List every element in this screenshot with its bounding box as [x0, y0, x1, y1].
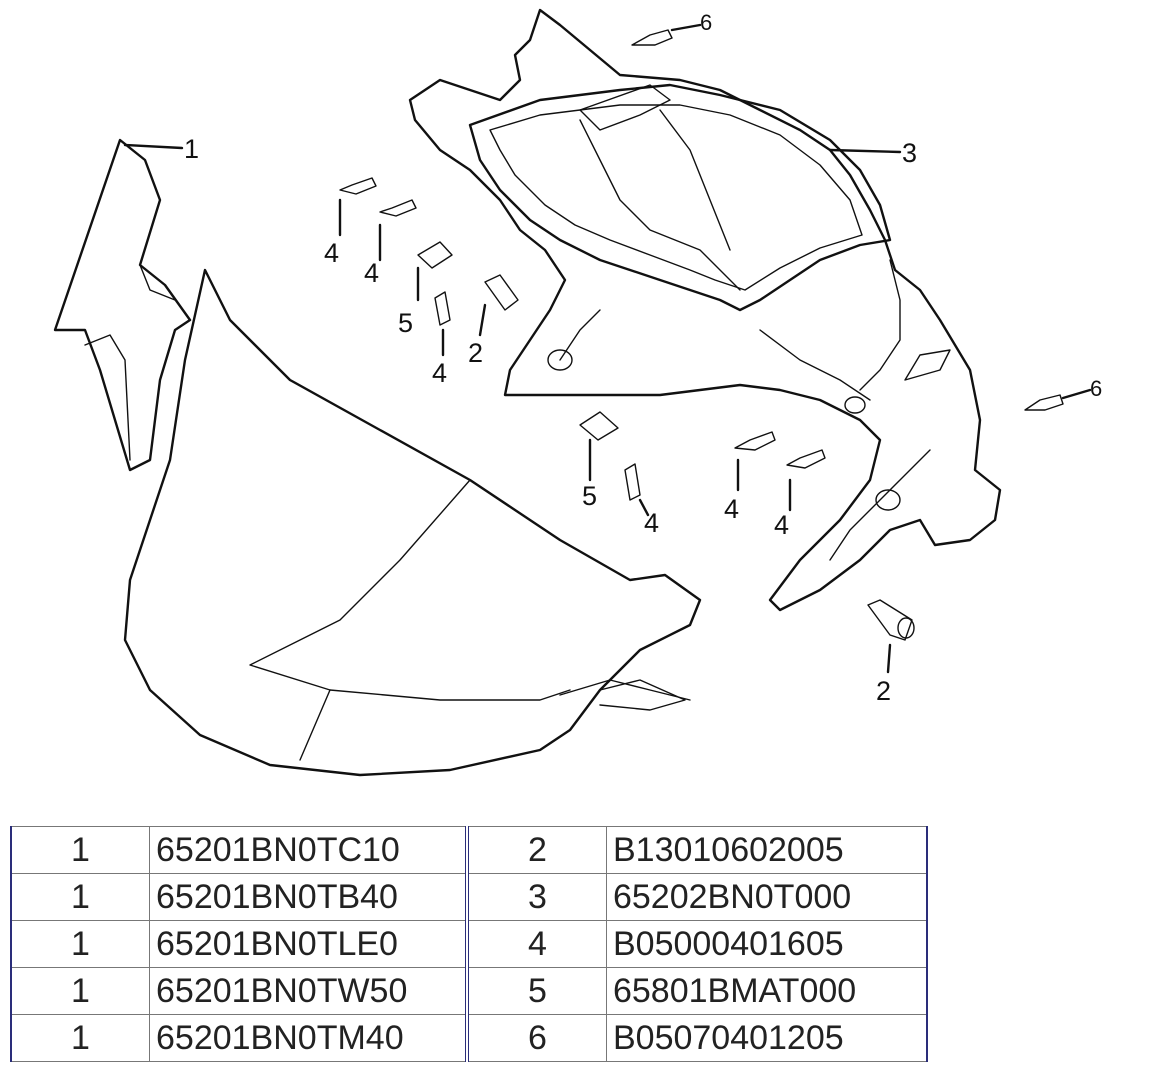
qty-cell: 1	[10, 873, 151, 921]
parts-table: 1 65201BN0TC10 2 B13010602005 1 65201BN0…	[10, 826, 928, 1062]
callout-clip-b: 5	[582, 481, 597, 511]
part-code-cell: 65201BN0TW50	[149, 967, 468, 1015]
part-code-cell: 65201BN0TLE0	[149, 920, 468, 968]
ref-number-cell: 2	[464, 826, 607, 874]
table-row: 1 65201BN0TB40 3 65202BN0T000	[10, 873, 928, 921]
ref-number-cell: 6	[464, 1014, 607, 1062]
ref-number-cell: 3	[464, 873, 607, 921]
callout-screw-c: 4	[432, 358, 447, 388]
part-code-cell: 65201BN0TC10	[149, 826, 468, 874]
callout-screw-e: 4	[724, 494, 739, 524]
inner-cover-part	[408, 8, 1002, 612]
callout-inner-cover: 3	[902, 138, 917, 168]
table-row: 1 65201BN0TW50 5 65801BMAT000	[10, 967, 928, 1015]
qty-cell: 1	[10, 920, 151, 968]
part-code-cell: 65201BN0TM40	[149, 1014, 468, 1062]
table-row: 1 65201BN0TLE0 4 B05000401605	[10, 920, 928, 968]
qty-cell: 1	[10, 1014, 151, 1062]
callout-bolt-a: 2	[468, 338, 483, 368]
callout-cowl: 1	[184, 134, 199, 164]
part-number-cell: B05000401605	[605, 920, 928, 968]
ref-number-cell: 4	[464, 920, 607, 968]
front-cowl-part	[53, 138, 702, 777]
callout-screw-top: 6	[700, 10, 712, 35]
leader-lines	[123, 143, 902, 154]
table-row: 1 65201BN0TC10 2 B13010602005	[10, 826, 928, 874]
callout-screw-a: 4	[324, 238, 339, 268]
parts-table-container: 1 65201BN0TC10 2 B13010602005 1 65201BN0…	[10, 826, 930, 1076]
part-number-cell: 65801BMAT000	[605, 967, 928, 1015]
callout-screw-d: 4	[644, 508, 659, 538]
callout-screw-right: 6	[1090, 376, 1102, 401]
callout-bolt-b: 2	[876, 676, 891, 706]
qty-cell: 1	[10, 826, 151, 874]
exploded-parts-diagram: 1 6 3 6 4 4 5 4 2 5 4 4 4 2	[53, 8, 1102, 777]
table-row: 1 65201BN0TM40 6 B05070401205	[10, 1014, 928, 1062]
callout-screw-f: 4	[774, 510, 789, 540]
callout-clip-a: 5	[398, 308, 413, 338]
part-code-cell: 65201BN0TB40	[149, 873, 468, 921]
part-number-cell: B05070401205	[605, 1014, 928, 1062]
part-number-cell: B13010602005	[605, 826, 928, 874]
callout-screw-b: 4	[364, 258, 379, 288]
qty-cell: 1	[10, 967, 151, 1015]
fastener-screws	[338, 23, 1092, 674]
ref-number-cell: 5	[464, 967, 607, 1015]
part-number-cell: 65202BN0T000	[605, 873, 928, 921]
